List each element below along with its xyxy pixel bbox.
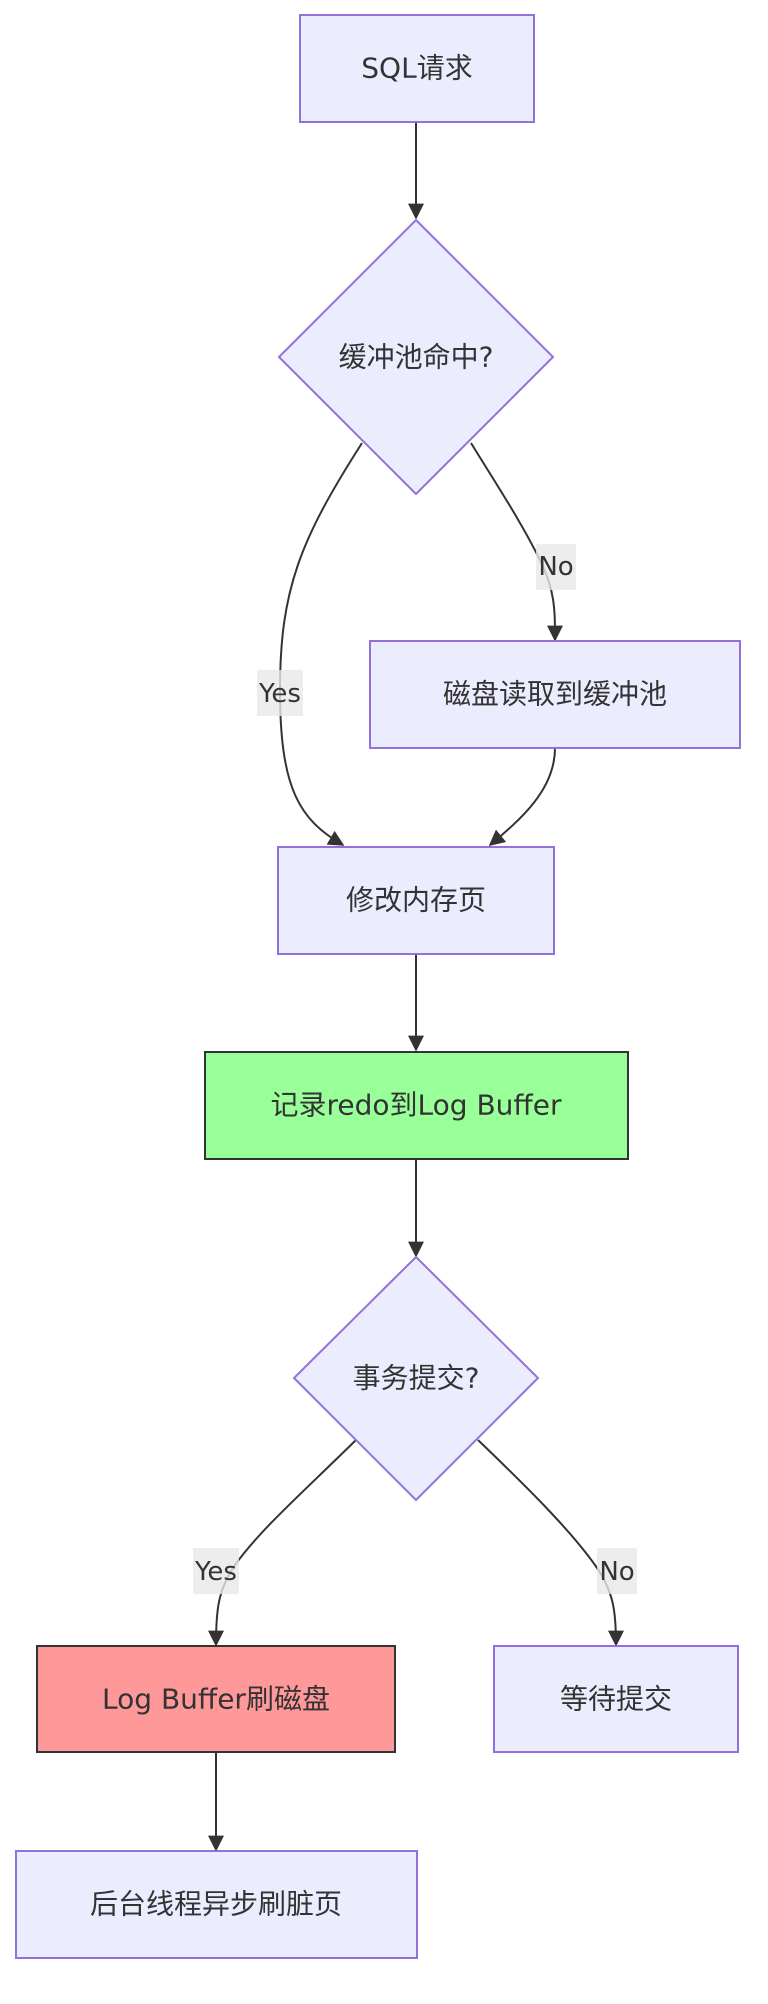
edge-label-hit-yes: Yes: [257, 670, 303, 716]
node-redo-log-buffer-label: 记录redo到Log Buffer: [271, 1089, 562, 1122]
edge-hit-yes: [278, 442, 363, 846]
node-modify-page-label: 修改内存页: [346, 884, 486, 917]
node-redo-log-buffer: 记录redo到Log Buffer: [204, 1051, 629, 1160]
node-wait-commit: 等待提交: [493, 1645, 739, 1753]
edge-label-hit-no-text: No: [538, 552, 573, 582]
edge-commit-yes: [208, 1439, 357, 1647]
node-background-flush-label: 后台线程异步刷脏页: [90, 1888, 342, 1921]
edge-label-commit-yes: Yes: [193, 1548, 239, 1594]
node-modify-page: 修改内存页: [277, 846, 555, 955]
node-log-buffer-flush: Log Buffer刷磁盘: [36, 1645, 396, 1753]
node-sql-request-label: SQL请求: [361, 52, 472, 85]
node-commit-decision: 事务提交?: [292, 1255, 540, 1502]
edge-hit-no: [470, 442, 563, 642]
edge-label-hit-no: No: [536, 544, 576, 590]
node-buffer-hit-decision-label: 缓冲池命中?: [339, 341, 494, 374]
node-wait-commit-label: 等待提交: [560, 1683, 672, 1716]
edge-commit-no: [477, 1439, 624, 1647]
node-sql-request: SQL请求: [299, 14, 535, 123]
node-buffer-hit-decision: 缓冲池命中?: [277, 218, 555, 496]
edge-label-commit-no: No: [597, 1548, 637, 1594]
node-background-flush: 后台线程异步刷脏页: [15, 1850, 418, 1959]
node-disk-read-label: 磁盘读取到缓冲池: [443, 678, 667, 711]
edge-label-hit-yes-text: Yes: [258, 679, 301, 709]
node-commit-decision-label: 事务提交?: [353, 1362, 480, 1395]
node-log-buffer-flush-label: Log Buffer刷磁盘: [102, 1683, 330, 1716]
node-disk-read: 磁盘读取到缓冲池: [369, 640, 741, 749]
edge-label-commit-yes-text: Yes: [194, 1557, 237, 1587]
edge-disk-to-modify: [488, 747, 556, 847]
edge-label-commit-no-text: No: [599, 1557, 634, 1587]
